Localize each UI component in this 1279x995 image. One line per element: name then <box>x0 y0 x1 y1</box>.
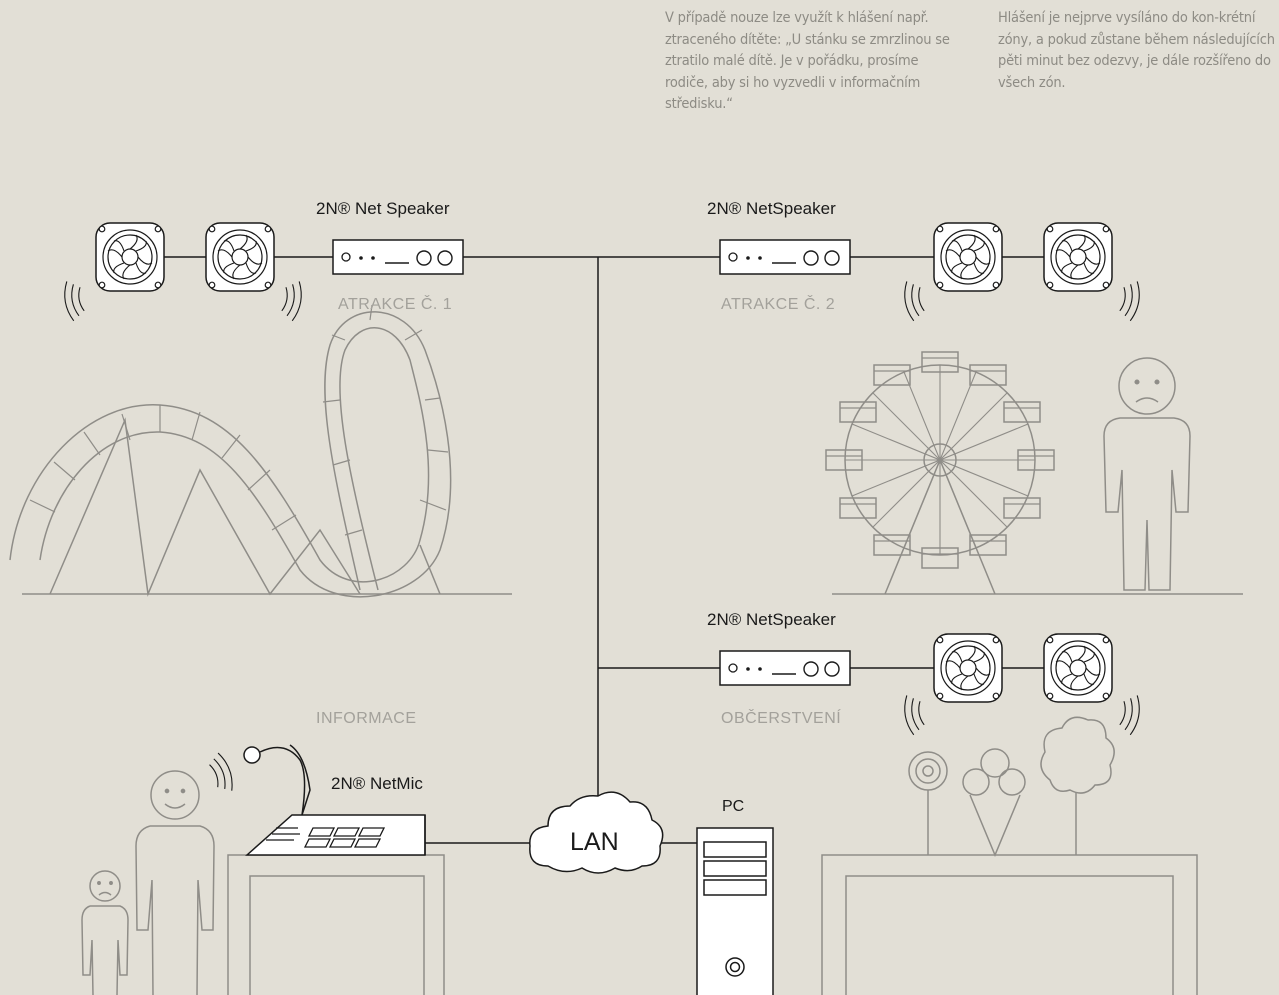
roller-coaster-illustration <box>10 305 512 597</box>
speaker-zone3-a <box>902 634 1002 736</box>
zone-refreshments: OBČERSTVENÍ <box>721 710 841 728</box>
netspeaker-zone3-label: 2N® NetSpeaker <box>707 610 836 630</box>
netspeaker-zone2-unit <box>720 240 850 274</box>
netspeaker-zone1-label: 2N® Net Speaker <box>316 199 449 219</box>
speaker-zone1-b <box>206 223 304 322</box>
sad-person-illustration <box>1104 358 1190 590</box>
pc-label: PC <box>722 798 744 816</box>
speech-waves <box>207 751 237 794</box>
ferris-wheel-illustration <box>826 352 1243 594</box>
zone-information: INFORMACE <box>316 710 417 728</box>
netmic-label: 2N® NetMic <box>331 774 423 794</box>
pc-tower <box>697 828 773 995</box>
netspeaker-zone1-unit <box>333 240 463 274</box>
netspeaker-zone2-label: 2N® NetSpeaker <box>707 199 836 219</box>
zone-attraction-2: ATRAKCE Č. 2 <box>721 296 835 314</box>
lan-label: LAN <box>570 828 619 857</box>
speaker-zone2-a <box>902 223 1002 322</box>
info-desk-illustration <box>82 771 444 995</box>
refreshment-stand-illustration <box>822 717 1197 995</box>
zone-attraction-1: ATRAKCE Č. 1 <box>338 296 452 314</box>
netspeaker-zone3-unit <box>720 651 850 685</box>
netmic-device <box>244 745 425 855</box>
speaker-zone2-b <box>1044 223 1142 322</box>
speaker-zone1-a <box>62 223 164 322</box>
